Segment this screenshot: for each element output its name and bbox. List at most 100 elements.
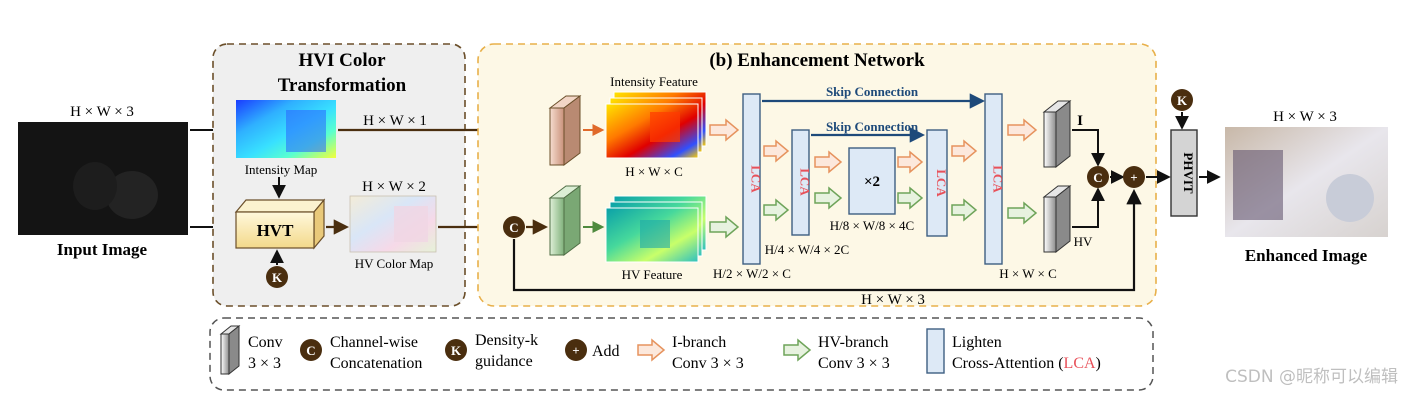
lca-block-3 [926,129,948,237]
phvit-label: PHVIT [1181,152,1196,194]
i-branch-arrow [709,118,740,142]
hv-dims-label: H × W × 2 [362,179,426,195]
lca-block-4-label: LCA [991,165,1006,193]
hv-branch-arrow [814,186,843,210]
hv-conv-block-side [563,185,581,256]
intensity-map-label: Intensity Map [245,162,318,177]
arrow-hv-to-concat [1072,187,1105,228]
i-out-conv-block-side [1055,99,1071,169]
hv-out-conv-block [1043,196,1057,253]
legend-concat-letter: C [306,343,315,358]
i-conv-block-side [563,95,581,166]
residual-path-arrow [512,188,1142,292]
hv-conv-block [549,197,565,256]
density-k-letter: K [272,270,283,285]
lca-block-1-label: LCA [749,165,764,193]
hv-color-map-detail [394,206,428,242]
concat-letter: C [509,220,518,235]
bottleneck-lca-x2-block [848,147,896,215]
skip-connection-2-label: Skip Connection [826,119,919,134]
i-conv-block [549,107,565,166]
hv-output-label: HV [1074,234,1093,249]
legend-conv-block-side [228,324,240,376]
legend-concat-label-1: Channel-wise [330,334,418,351]
hv-feature-map [605,207,699,263]
phvit-block [1170,129,1198,217]
input-dims-label: H × W × 3 [70,104,134,120]
output-dims-label: H × W × 3 [1273,109,1337,125]
residual-dims-label: H × W × 3 [861,292,925,308]
watermark-text: CSDN @昵称可以编辑 [1225,367,1398,387]
legend-density-label-1: Density-k [475,332,538,349]
concat-icon [503,216,525,238]
bottleneck-x2-label: ×2 [864,174,880,190]
skip-connection-1-label: Skip Connection [826,84,919,99]
lca1-dims-label: H/2 × W/2 × C [713,266,791,281]
legend-density-label-2: guidance [475,353,533,370]
legend-add-icon [565,339,587,361]
output-concat-letter: C [1093,170,1102,185]
legend-conv-label-2: 3 × 3 [248,355,281,372]
legend-conv-icon [220,333,230,375]
legend-lca-icon [926,328,945,374]
legend-ibranch-label-1: I-branch [672,334,726,351]
output-concat-icon [1087,166,1109,188]
add-symbol: + [1130,170,1137,185]
phvit-k-letter: K [1177,93,1188,108]
legend-density-k-icon [445,339,467,361]
input-image-label: Input Image [57,240,148,259]
lca-block-4 [984,93,1003,265]
legend-concat-icon [300,339,322,361]
hv-branch-arrow [897,186,924,210]
hv-out-conv-block-side [1055,184,1071,254]
hv-feature-label: HV Feature [622,267,683,282]
intensity-dims-label: H × W × 1 [363,113,427,129]
bottleneck-dims-label: H/8 × W/8 × 4C [830,218,914,233]
hvt-block-top [234,199,326,213]
hv-branch-arrow [1007,201,1038,225]
enhanced-image-detail [1233,150,1283,220]
intensity-feature-label: Intensity Feature [610,74,698,89]
input-image-detail [106,171,158,219]
i-branch-arrow [1007,118,1038,142]
legend-conv-label-1: Conv [248,334,283,351]
legend-concat-label-2: Concatenation [330,355,422,372]
lca-block-3-label: LCA [934,169,949,197]
legend-lighten-label-2a: Cross-Attention ( [952,355,1064,372]
legend-lighten-label-2b: LCA [1064,355,1096,372]
hvi-title-line1: HVI Color [298,50,386,71]
enhanced-image-label: Enhanced Image [1245,246,1368,265]
hv-color-map-label: HV Color Map [355,256,433,271]
phvit-k-icon [1171,89,1193,111]
lca-block-1 [742,93,761,265]
legend-lighten-label-2: Cross-Attention (LCA) [952,355,1101,372]
hvt-label: HVT [257,221,295,240]
legend-add-label: Add [592,343,620,360]
i-branch-arrow [897,150,924,174]
enhanced-image-detail [1326,174,1374,222]
output-feature-dims-label: H × W × C [999,266,1057,281]
lca-block-2-label: LCA [798,168,813,196]
feature-dims-label: H × W × C [625,164,683,179]
add-icon [1123,166,1145,188]
hvt-block [235,211,315,249]
hv-branch-arrow [951,198,978,222]
density-k-icon [266,266,288,288]
legend-lighten-label-2c: ) [1096,355,1101,372]
legend-hvbranch-label-1: HV-branch [818,334,889,351]
i-out-conv-block [1043,111,1057,168]
i-output-label: I [1077,113,1083,129]
legend-ibranch-label-2: Conv 3 × 3 [672,355,744,372]
hv-feature-detail [640,220,670,248]
intensity-map-detail [286,110,326,152]
legend-density-k-letter: K [451,343,462,358]
i-branch-arrow [814,150,843,174]
input-image-detail [73,162,117,210]
lca2-dims-label: H/4 × W/4 × 2C [765,242,849,257]
lca-block-2 [791,129,810,236]
hvi-title-line2: Transformation [278,75,407,96]
legend-lighten-label-1: Lighten [952,334,1002,351]
legend-hvbranch-label-2: Conv 3 × 3 [818,355,890,372]
legend-panel [209,317,1154,391]
